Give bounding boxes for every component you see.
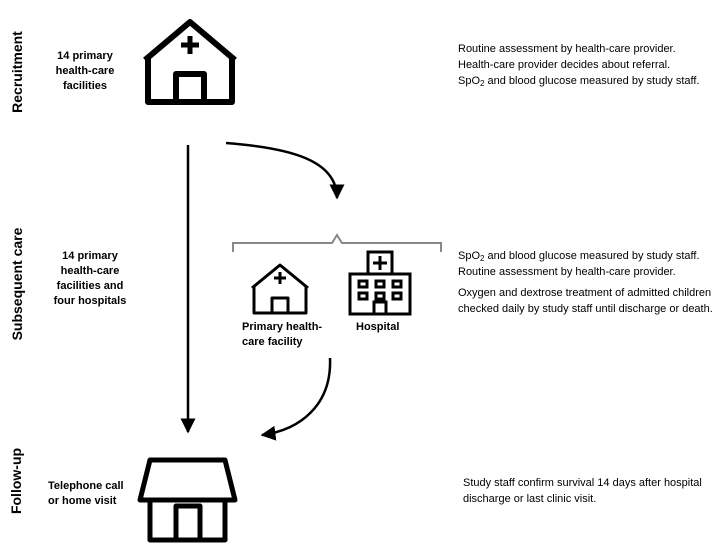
primary-facility-label: Primary health- care facility <box>242 321 323 348</box>
home-icon <box>137 457 238 543</box>
follow-up-label: Telephone call or home visit <box>48 480 124 507</box>
note-referral-decision: Health-care provider decides about refer… <box>458 59 671 71</box>
follow-up-notes: Study staff confirm survival 14 days aft… <box>463 477 702 505</box>
health-facility-icon <box>143 19 237 105</box>
arrow-recruitment-to-care <box>225 141 345 200</box>
care-note-spo2-glucose: SpO2 and blood glucose measured by study… <box>458 250 700 263</box>
arrows <box>180 141 345 441</box>
care-bracket <box>232 233 442 252</box>
hospital-label: Hospital <box>356 321 400 333</box>
recruitment-notes: Routine assessment by health-care provid… <box>458 41 700 89</box>
care-note-treatment: Oxygen and dextrose treatment of admitte… <box>458 287 713 315</box>
note-routine-assessment: Routine assessment by health-care provid… <box>458 43 676 55</box>
hospital-icon <box>348 250 412 316</box>
note-spo2-glucose: SpO2 and blood glucose measured by study… <box>458 75 700 88</box>
recruitment-facility-label: 14 primary health-care facilities <box>55 50 115 92</box>
primary-facility-icon <box>251 263 309 315</box>
section-label-follow-up: Follow-up <box>8 447 24 515</box>
care-note-routine-assessment: Routine assessment by health-care provid… <box>458 266 676 278</box>
care-facility-label: 14 primary health-care facilities and fo… <box>53 250 127 307</box>
section-label-subsequent-care: Subsequent care <box>9 227 25 341</box>
arrow-care-to-followup <box>260 357 332 441</box>
section-label-recruitment: Recruitment <box>9 31 25 113</box>
